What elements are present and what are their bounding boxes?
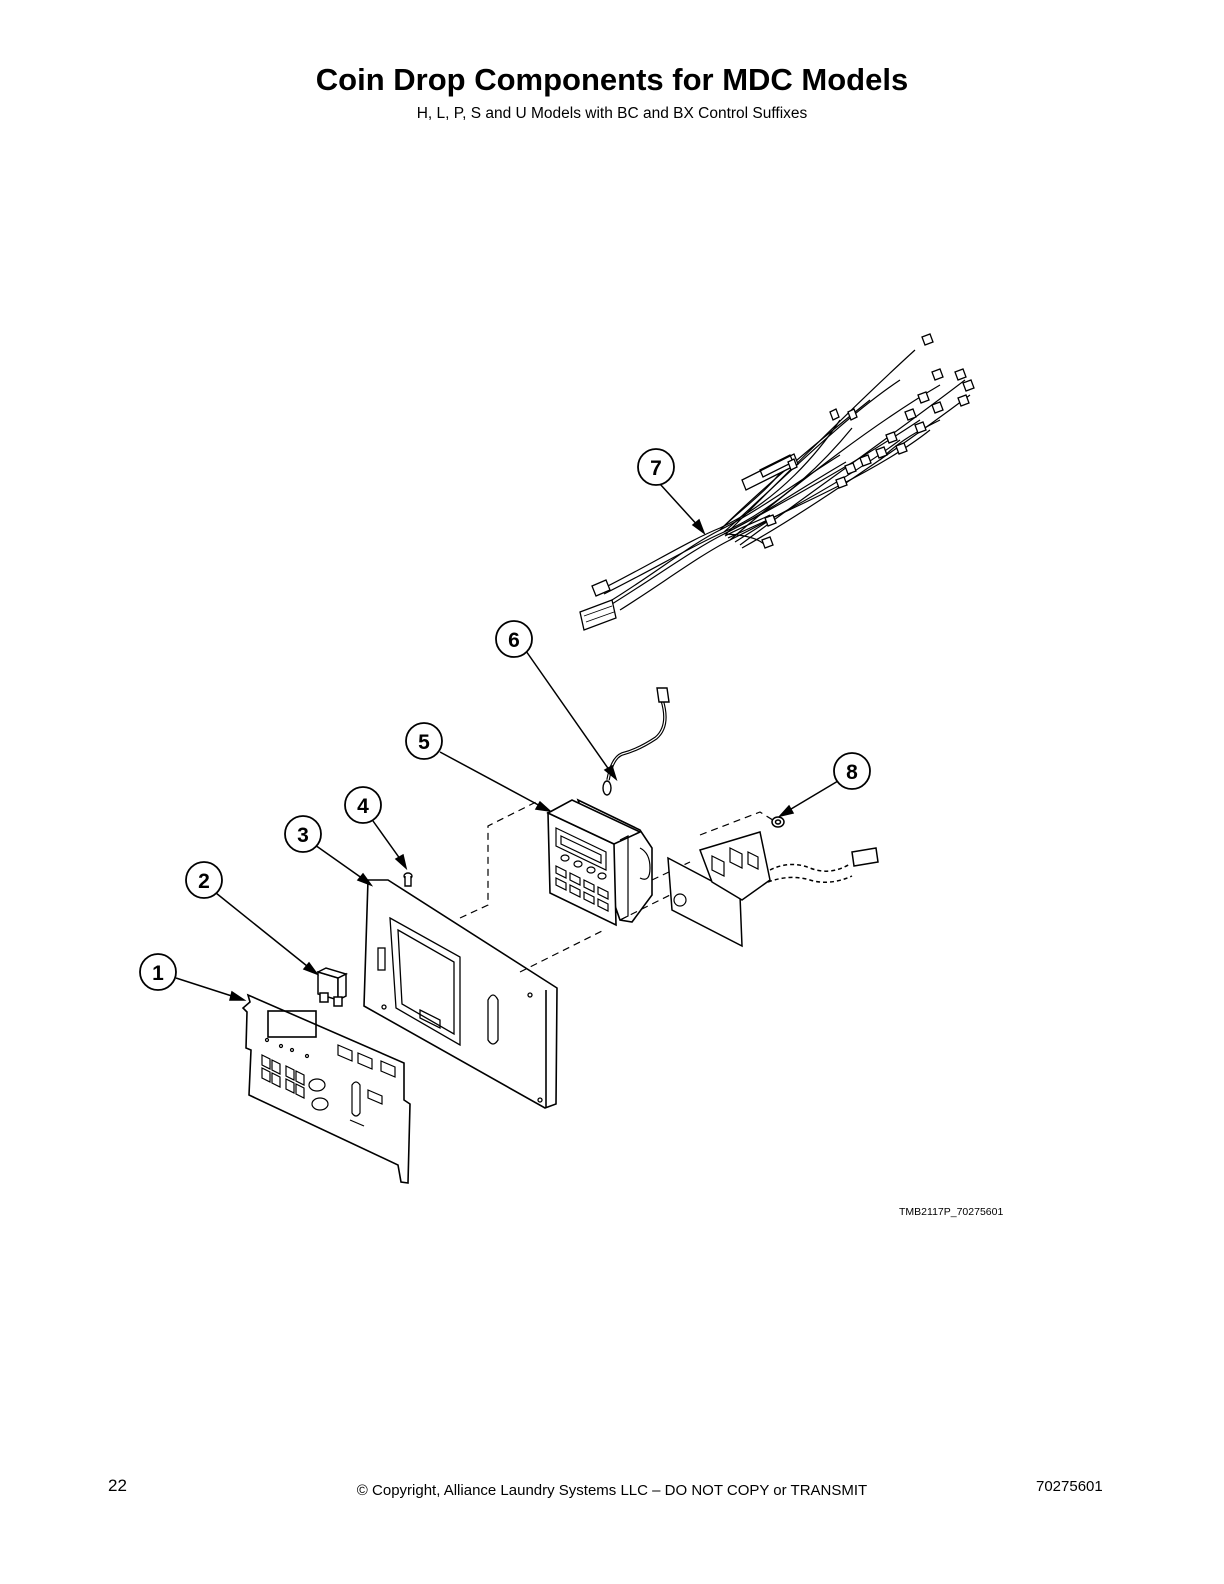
part-electronic-control [546, 798, 653, 927]
callout-4: 4 [344, 786, 382, 824]
part-wire-harness [599, 349, 971, 611]
callout-6: 6 [495, 620, 533, 658]
svg-text:2: 2 [198, 870, 210, 893]
svg-text:8: 8 [846, 761, 858, 784]
part-mounting-plate [363, 879, 558, 1109]
callout-3: 3 [284, 815, 322, 853]
assembly-guide-lines [459, 799, 777, 973]
svg-text:5: 5 [418, 731, 430, 754]
svg-text:4: 4 [357, 795, 369, 818]
page-title: Coin Drop Components for MDC Models [315, 62, 909, 97]
svg-text:1: 1 [152, 962, 164, 985]
callout-1: 1 [139, 953, 177, 991]
svg-text:7: 7 [650, 457, 662, 480]
svg-text:6: 6 [508, 629, 520, 652]
callout-8: 8 [833, 752, 871, 790]
part-switch-bracket [315, 967, 349, 1007]
part-screw [403, 872, 413, 887]
callout-5: 5 [405, 722, 443, 760]
drawing-code: TMB2117P_70275601 [899, 1206, 1004, 1218]
part-coin-drop-assembly [667, 816, 879, 948]
part-front-overlay-panel [241, 993, 411, 1184]
callout-leaders [175, 483, 839, 1001]
document-number: 70275601 [1036, 1478, 1103, 1495]
svg-text:3: 3 [297, 824, 309, 847]
wire-harness-connectors [579, 333, 975, 631]
part-ground-wire [602, 687, 670, 796]
page-number: 22 [108, 1476, 127, 1495]
copyright-notice: © Copyright, Alliance Laundry Systems LL… [356, 1482, 868, 1499]
callout-7: 7 [637, 448, 675, 486]
callout-2: 2 [185, 861, 223, 899]
page-subtitle: H, L, P, S and U Models with BC and BX C… [416, 105, 808, 122]
